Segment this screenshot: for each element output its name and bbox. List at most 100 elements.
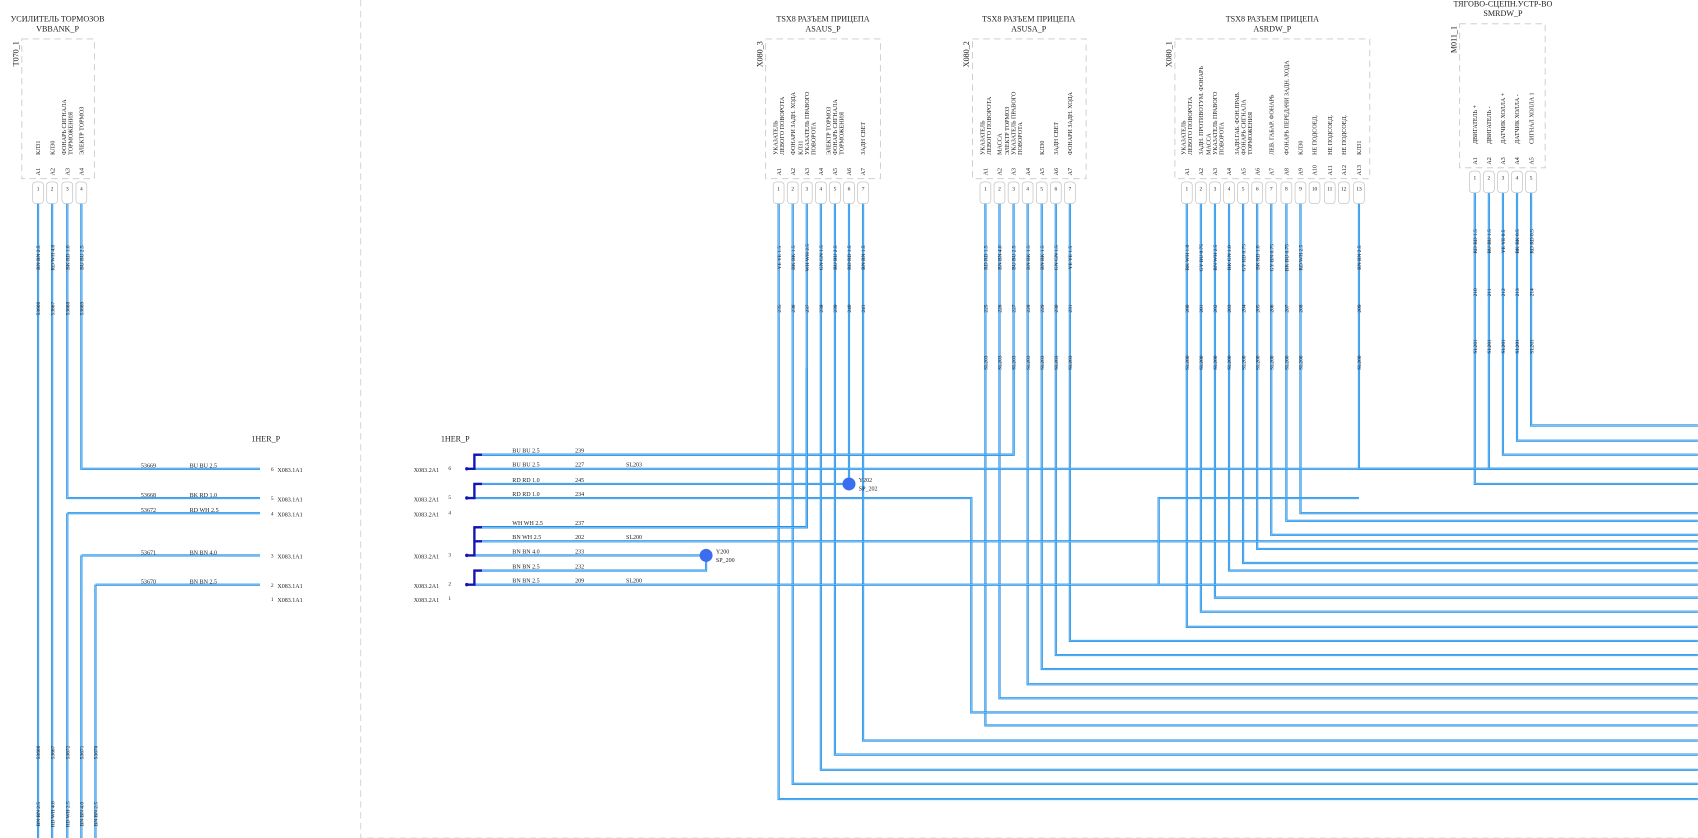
pin-a6[interactable]: A66: [843, 168, 855, 204]
wire-228-highlight: [1027, 203, 1698, 685]
wire-color-label: BN BN 2.5: [36, 802, 42, 827]
pin-function-line: УКАЗАТЕЛЬ: [980, 120, 986, 155]
wire-210-highlight: [1474, 192, 1698, 485]
wire-213-highlight: [1516, 192, 1698, 441]
wire-53668-highlight: [66, 203, 261, 499]
pin-function: ЗАДН.ГАБ. ФОН.ПРАВ.ФОНАРЬ СИГНАЛАТОРМОЖЕ…: [1235, 91, 1254, 155]
pin-a6[interactable]: A66: [1251, 168, 1263, 204]
terminal-label: X083.2A1: [414, 497, 439, 503]
pin-a4[interactable]: A44: [1021, 168, 1034, 204]
pin-function-line: КЛ31: [798, 141, 804, 155]
pin-cavity: [1181, 181, 1193, 204]
connector-housing: [765, 38, 881, 180]
wire-230-highlight: [1055, 203, 1698, 656]
wire-color-label: BU BU 2.5: [80, 245, 86, 270]
pin-number: 4: [1516, 176, 1519, 182]
pin-cavity: [815, 181, 827, 204]
wire-sl-label: SL203: [626, 463, 642, 469]
wire-214-highlight: [1530, 192, 1698, 426]
connector-m011-1[interactable]: ТЯГОВО-СЦЕПН.УСТР-ВОSMRDW_PM011_1A1ДВИГА…: [1449, 0, 1553, 194]
wire-207-highlight: [1286, 203, 1698, 522]
terminal-pin: 6: [271, 467, 274, 473]
pin-number: 10: [1312, 187, 1318, 193]
pin-a4[interactable]: A44: [1223, 168, 1235, 204]
wire-237-highlight: [474, 368, 808, 528]
pin-cavity: [1209, 181, 1221, 204]
pin-cavity: [1525, 170, 1537, 194]
wire-sl-label: SL200: [1185, 355, 1191, 370]
wire-color-label: GN GN 1.5: [1054, 245, 1060, 270]
wire-color-label: RD RD 1.0: [512, 492, 539, 498]
wire-number-label: 53672: [141, 508, 156, 514]
wire-sl-label: SL200: [1199, 355, 1205, 370]
pin-number: 1: [1473, 176, 1476, 182]
pin-function: ЗАДН СВЕТ: [861, 122, 867, 155]
connector-t070-1[interactable]: УСИЛИТЕЛЬ ТОРМОЗОВVBBANK_PT070_1A1КЛ311A…: [11, 15, 106, 204]
pin-label: A5: [833, 168, 839, 175]
pin-function-line: ПОВОРОТА: [1018, 121, 1024, 154]
wire-205-highlight: [1256, 203, 1698, 550]
connector-x080-1[interactable]: TSX8 РАЗЪЕМ ПРИЦЕПАASRDW_PX080_1A1УКАЗАТ…: [1165, 15, 1371, 204]
pin-function: ФОНАРИ ЗАДН. ХОДА: [1068, 91, 1074, 154]
wire-color-label: BU BU 2.5: [190, 464, 217, 470]
pin-function: ФОНАРЬ ПЕРЕДАЧИ ЗАДН. ХОДА: [1285, 60, 1291, 155]
pin-function: НЕ ПОДСОЕД.: [1328, 114, 1334, 154]
pin-a4[interactable]: A44: [815, 168, 827, 204]
wire-sl-label: SL201: [1473, 339, 1479, 354]
wire-number-label: 233: [575, 549, 584, 555]
wire-sl-label: SL201: [1487, 339, 1493, 354]
terminal-pin: 4: [271, 511, 274, 517]
wire-214: [1530, 192, 1698, 427]
pin-cavity: [61, 181, 74, 204]
wire-number-label: 209: [575, 578, 584, 584]
wire-color-label: BN BN 4.0: [512, 549, 539, 555]
wire-number-label: 204: [1241, 304, 1247, 312]
wire-sl-label: SL200: [1241, 355, 1247, 370]
pin-function: КЛ31: [1357, 141, 1363, 155]
pin-function-line: УКАЗАТЕЛЬ ПРАВОГО: [805, 91, 811, 155]
wire-229-highlight: [1041, 203, 1698, 670]
pin-number: 6: [1054, 187, 1057, 193]
connector-x080-2[interactable]: TSX8 РАЗЪЕМ ПРИЦЕПАASUSA_PX080_2A1УКАЗАТ…: [962, 15, 1087, 204]
pin-function: ЭЛЕКТР ТОРМОЗ: [80, 107, 86, 155]
wire-236-highlight: [792, 203, 1698, 785]
connector-x080-3[interactable]: TSX8 РАЗЪЕМ ПРИЦЕПАASAUS_PX080_3A1УКАЗАТ…: [755, 15, 881, 204]
connector-subtitle: ASAUS_P: [805, 24, 841, 33]
wire-241-highlight: [862, 203, 1698, 741]
